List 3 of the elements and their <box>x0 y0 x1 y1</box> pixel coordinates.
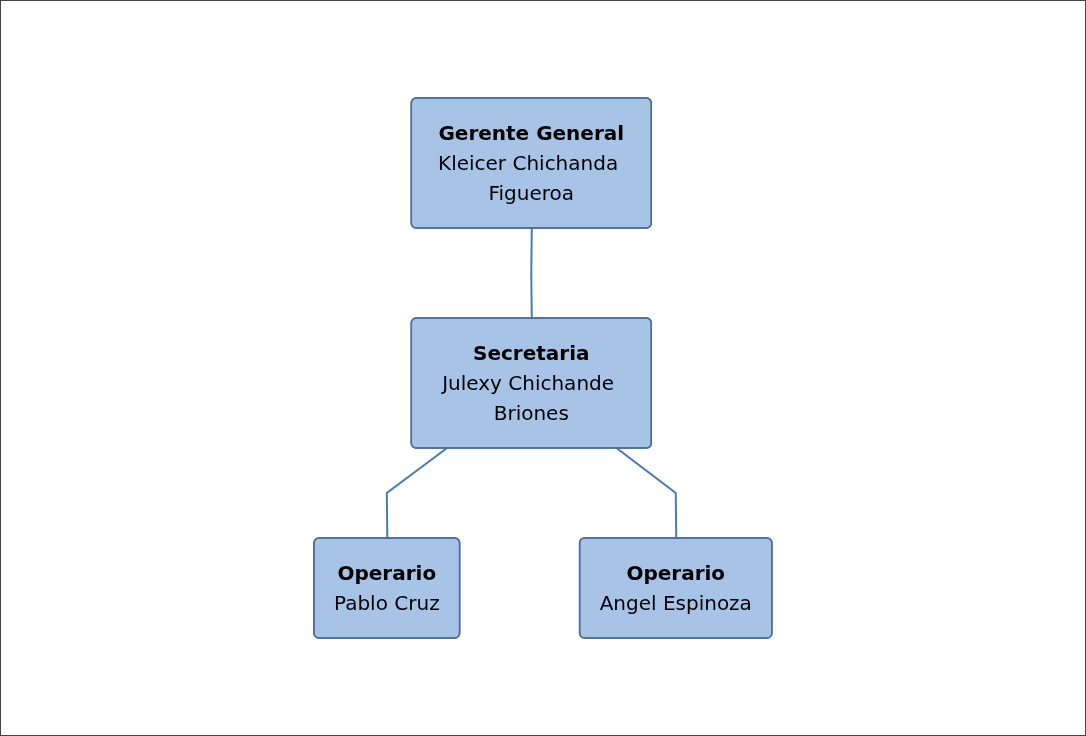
connector <box>530 227 533 320</box>
connector <box>616 447 678 540</box>
connector <box>385 447 448 540</box>
